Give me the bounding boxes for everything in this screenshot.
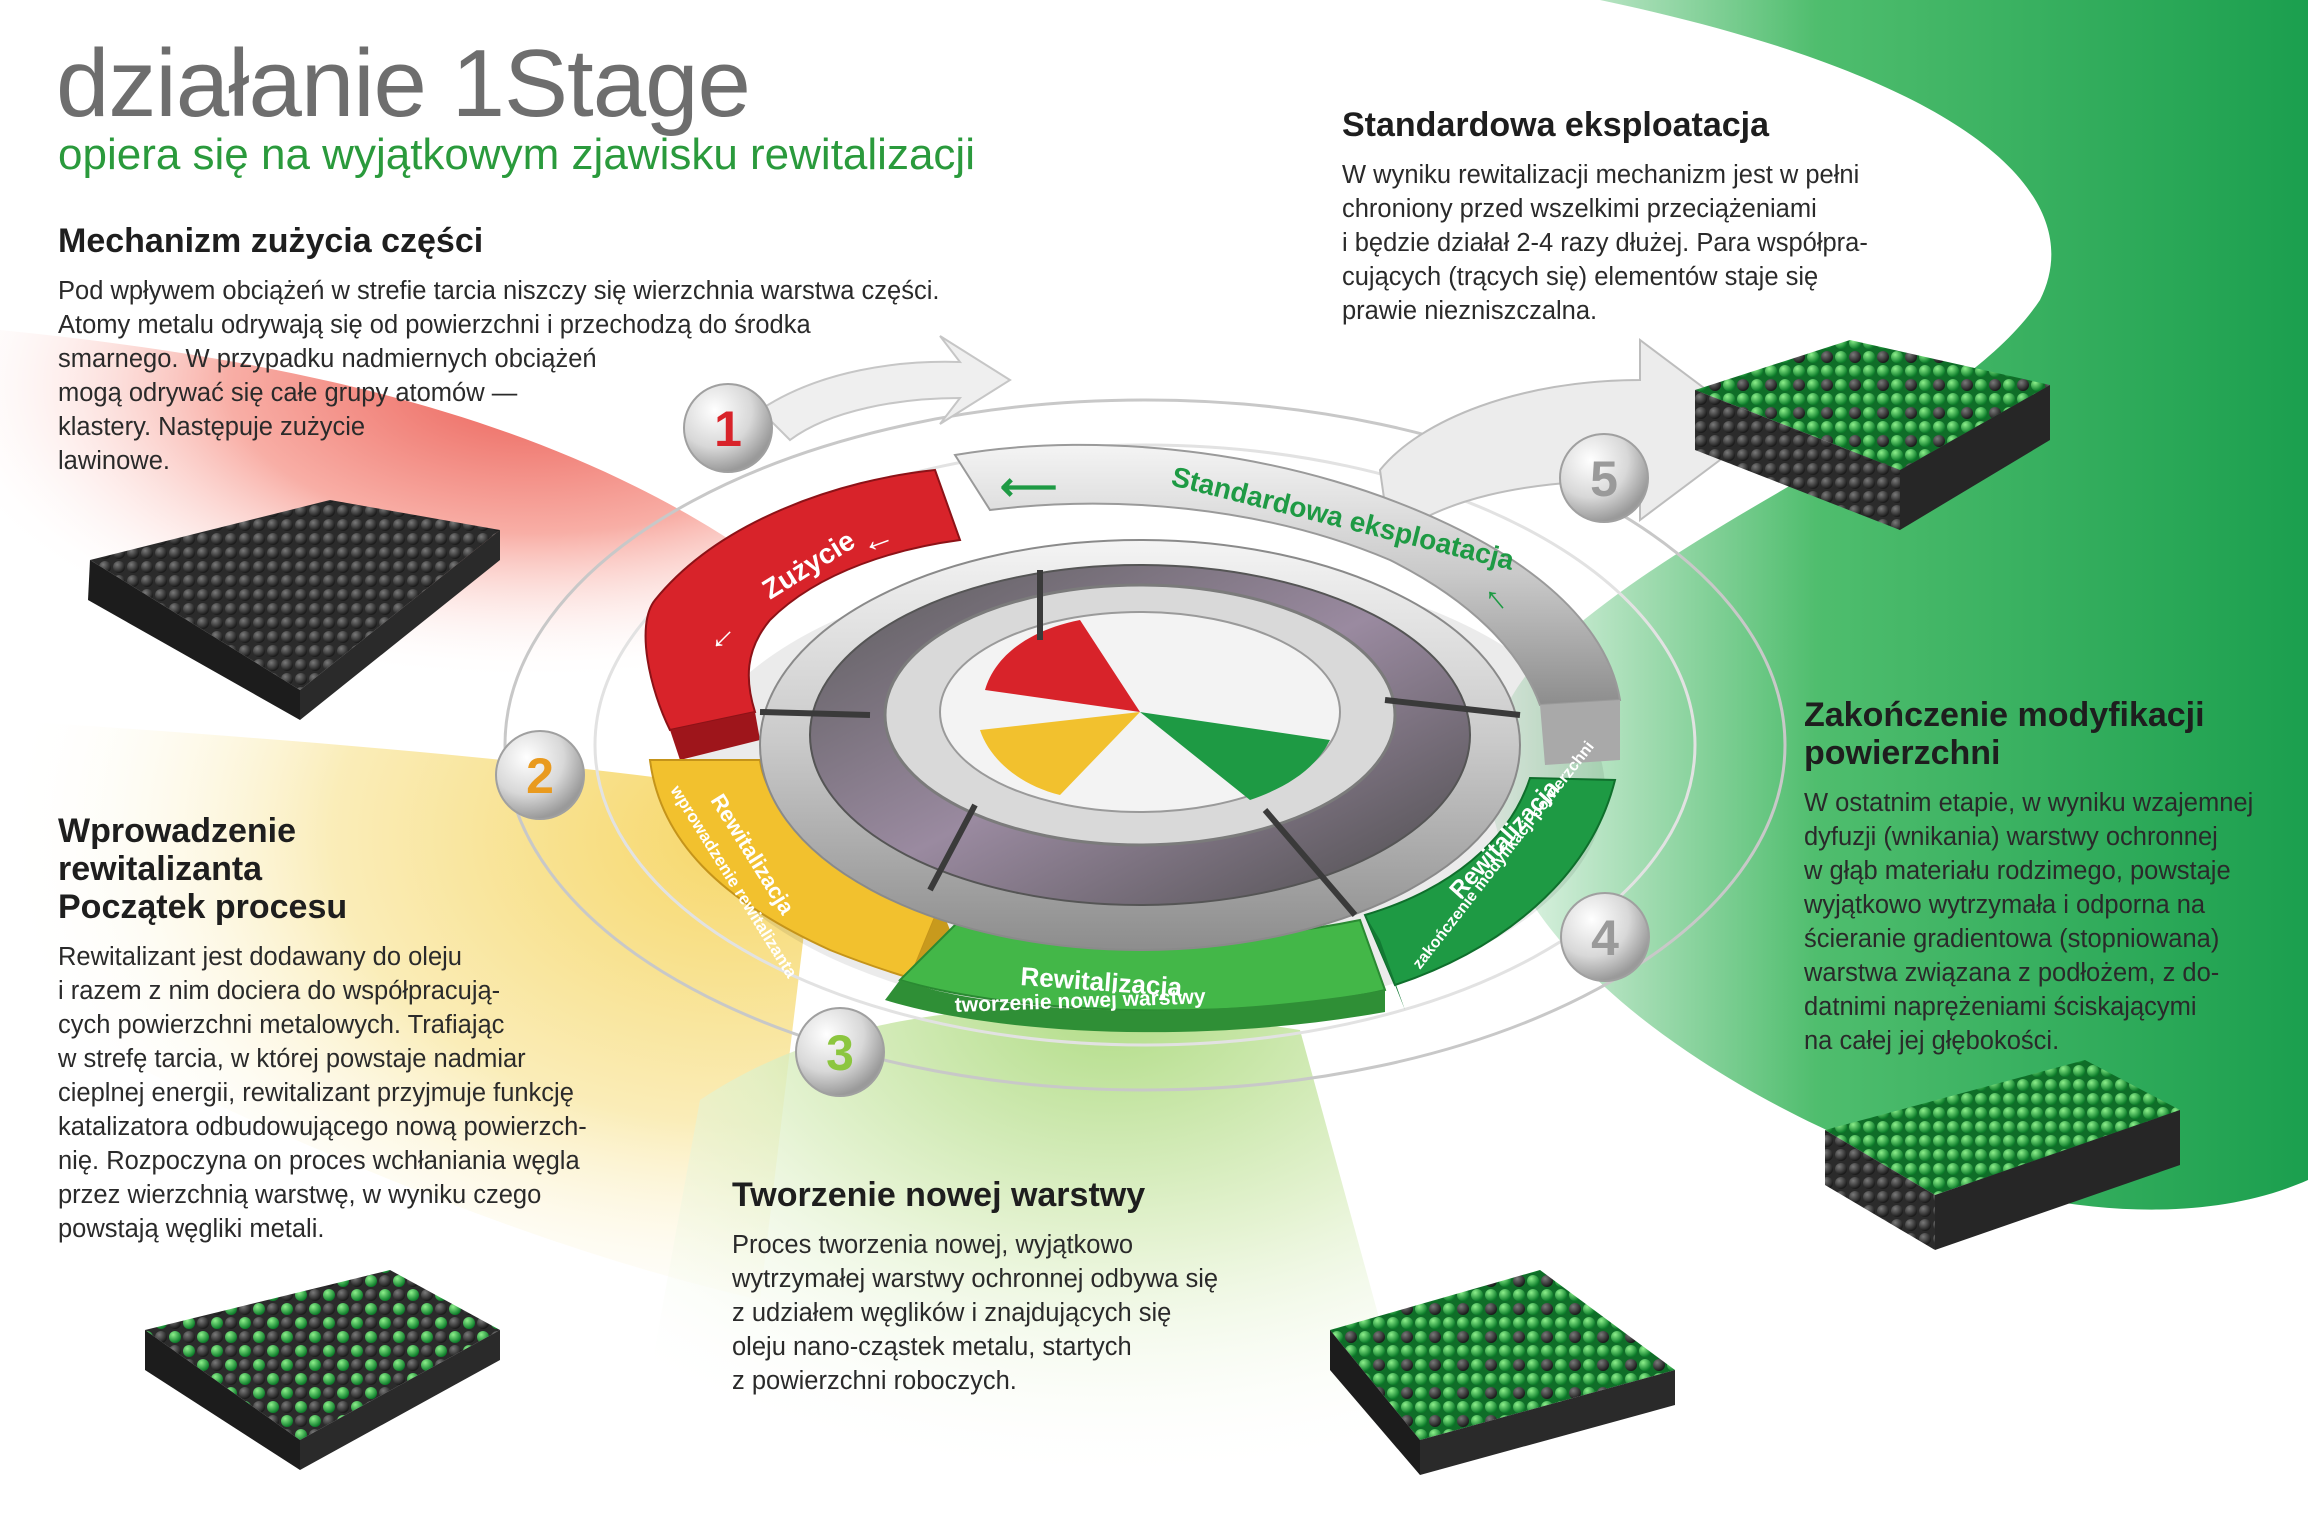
step-4-ball: 4: [1560, 892, 1650, 982]
top-arrow: [758, 335, 1012, 442]
section-standard: Standardowa eksploatacja W wyniku rewita…: [1342, 106, 1962, 328]
segment-standard-side: [1540, 700, 1620, 765]
step-5-ball: 5: [1559, 433, 1649, 523]
section-finish-body: W ostatnim etapie, w wyniku wzajemnej dy…: [1804, 789, 2254, 1056]
step-1-ball: 1: [683, 383, 773, 473]
step-2-ball: 2: [495, 730, 585, 820]
segment-wear: [644, 468, 962, 732]
segment-wear-side: [670, 712, 760, 760]
segment-new-layer-side: [885, 980, 1385, 1033]
atom-block-wear: [88, 500, 500, 720]
section-wear-body: Pod wpływem obciążeń w strefie tarcia ni…: [58, 277, 940, 476]
page-title: działanie 1Stage: [56, 30, 751, 137]
atom-block-intro: [145, 1270, 500, 1470]
section-new-layer-heading: Tworzenie nowej warstwy: [732, 1176, 1146, 1214]
section-new-layer-body: Proces tworzenia nowej, wyjątkowo wytrzy…: [732, 1231, 1219, 1396]
page-subtitle: opiera się na wyjątkowym zjawisku rewita…: [58, 130, 975, 179]
section-new-layer: Tworzenie nowej warstwy Proces tworzenia…: [732, 1176, 1352, 1398]
inner-wedge-yellow: [980, 712, 1140, 795]
divider-4: [1262, 808, 1358, 917]
atom-blocks: [88, 340, 2180, 1475]
step-5-number: 5: [1590, 451, 1618, 507]
atom-block-new-layer: [1330, 1270, 1675, 1475]
step-3-number: 3: [826, 1025, 854, 1081]
section-standard-heading: Standardowa eksploatacja: [1342, 106, 1770, 144]
inner-wedge-red: [985, 620, 1140, 712]
orbit-outer: [503, 398, 1787, 1092]
atom-block-finish: [1825, 1060, 2180, 1250]
section-finish-heading: Zakończenie modyfikacji powierzchni: [1804, 696, 2205, 773]
section-finish: Zakończenie modyfikacji powierzchni W os…: [1804, 696, 2304, 1058]
ring: Zużycie ← ← Standardowa eksploatacja ⟵ ←…: [644, 443, 1622, 1033]
orbit-rings: [503, 398, 1787, 1092]
segment-finish: [1363, 776, 1617, 987]
lime-glow: [620, 1008, 1440, 1540]
step-balls: 1 2 3 4 5: [495, 383, 1650, 1097]
section-standard-body: W wyniku rewitalizacji mechanizm jest w …: [1342, 161, 1868, 326]
yellow-glow: [0, 720, 820, 1300]
step-1-number: 1: [714, 401, 742, 457]
divider-3: [927, 803, 978, 892]
divider-2: [759, 709, 871, 718]
green-sweep: [1489, 0, 2308, 1210]
atom-block-standard: [1695, 340, 2050, 530]
section-intro-heading: Wprowadzenie rewitalizanta Początek proc…: [58, 812, 348, 927]
step-2-number: 2: [526, 748, 554, 804]
inner-wedge-green: [1140, 712, 1330, 800]
ring-dividers: [759, 570, 1521, 917]
step-4-number: 4: [1591, 910, 1619, 966]
segment-standard: [953, 443, 1622, 707]
section-intro-body: Rewitalizant jest dodawany do oleju i ra…: [58, 943, 587, 1244]
arrow-standard: ⟵: [1000, 465, 1057, 509]
section-intro: Wprowadzenie rewitalizanta Początek proc…: [58, 812, 698, 1246]
divider-5: [1384, 697, 1521, 718]
step-3-ball: 3: [795, 1007, 885, 1097]
section-wear: Mechanizm zużycia części Pod wpływem obc…: [58, 222, 1118, 478]
section-wear-heading: Mechanizm zużycia części: [58, 222, 484, 260]
orbit-inner: [593, 443, 1697, 1047]
